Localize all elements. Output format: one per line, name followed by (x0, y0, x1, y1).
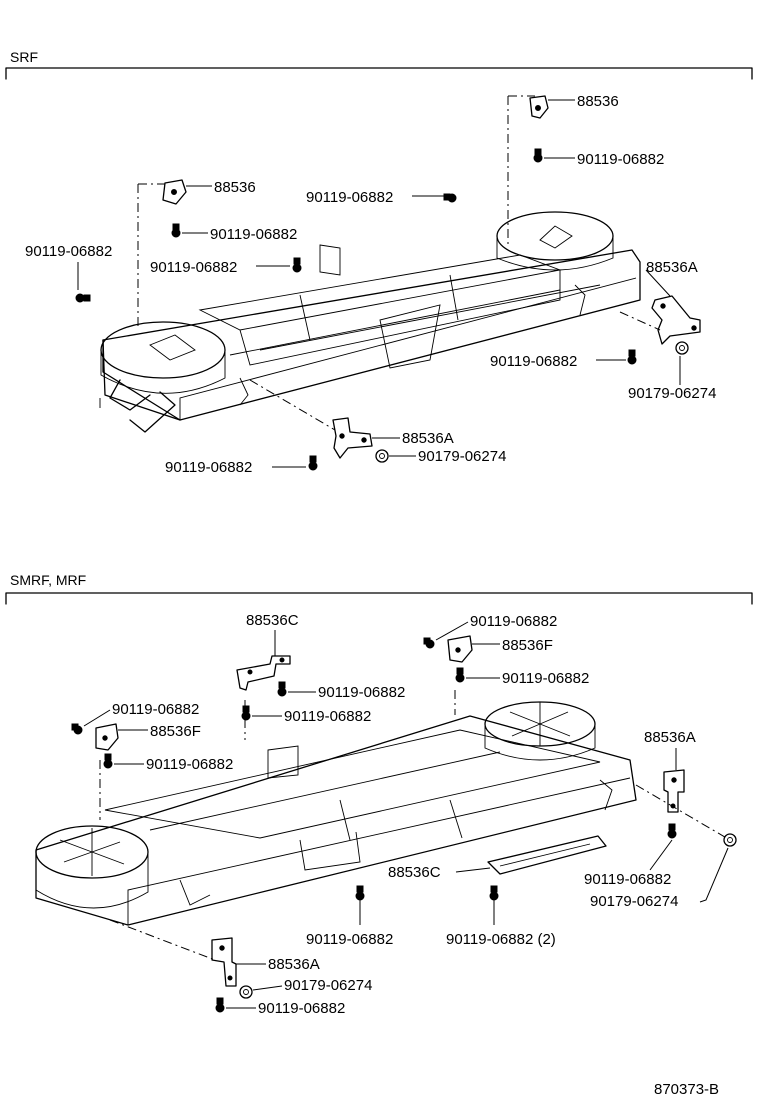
section-frame-srf (5, 67, 753, 80)
heater-unit-smrf (35, 701, 637, 926)
bolt-icon (308, 455, 318, 471)
callout-label: 90119-06882 (502, 670, 589, 687)
callout-label: 90119-06882 (112, 701, 199, 718)
bolt-icon (489, 885, 499, 901)
bolt-icon (443, 193, 457, 203)
callout-label: 88536 (214, 179, 256, 196)
bolt-icon (627, 349, 637, 365)
bracket-icon (651, 295, 701, 345)
bolt-icon (455, 667, 465, 683)
callout-label: 88536 (577, 93, 619, 110)
bolt-icon (215, 997, 225, 1013)
bracket-icon (211, 937, 237, 987)
bracket-icon (663, 769, 685, 813)
nut-icon (375, 449, 389, 463)
bracket-icon (162, 179, 187, 205)
callout-label: 90119-06882 (306, 931, 393, 948)
callout-label: 90119-06882 (284, 708, 371, 725)
callout-label: 88536C (388, 864, 441, 881)
callout-label: 90179-06274 (418, 448, 506, 465)
section-smrf-mrf: SMRF, MRF (5, 572, 753, 1017)
bolt-icon (533, 148, 543, 163)
callout-label: 88536A (646, 259, 698, 276)
nut-icon (239, 985, 253, 999)
callout-label: 90119-06882 (577, 151, 664, 168)
callout-label: 88536A (402, 430, 454, 447)
callout-label: 88536C (246, 612, 299, 629)
bracket-icon (95, 723, 119, 751)
callout-label: 88536A (268, 956, 320, 973)
bolt-icon (277, 681, 287, 697)
callout-label: 90119-06882 (2) (446, 931, 556, 948)
nut-icon (675, 341, 689, 355)
callout-label: 90179-06274 (284, 977, 372, 994)
callout-label: 90119-06882 (150, 259, 237, 276)
section-srf: SRF (5, 49, 753, 476)
bolt-icon (241, 705, 251, 721)
section-title-smrf-mrf: SMRF, MRF (10, 572, 86, 588)
callout-label: 90119-06882 (210, 226, 297, 243)
callout-label: 90119-06882 (584, 871, 671, 888)
bolt-icon (103, 753, 113, 769)
bolt-icon (71, 723, 83, 735)
callout-label: 90119-06882 (318, 684, 405, 701)
bolt-icon (423, 637, 435, 649)
section-title-srf: SRF (10, 49, 38, 65)
callout-label: 90179-06274 (628, 385, 716, 402)
callout-label: 90119-06882 (490, 353, 577, 370)
bolt-icon (667, 823, 677, 839)
callout-label: 90119-06882 (165, 459, 252, 476)
bolt-icon (171, 223, 181, 238)
bracket-icon (529, 95, 549, 119)
bolt-icon (355, 885, 365, 901)
callout-label: 90119-06882 (470, 613, 557, 630)
callout-label: 88536F (150, 723, 201, 740)
callout-label: 88536A (644, 729, 696, 746)
bolt-icon (292, 257, 302, 273)
bracket-icon (447, 635, 473, 663)
bolt-icon (75, 293, 91, 303)
section-frame-smrf (5, 592, 753, 605)
bracket-icon (332, 417, 373, 459)
heater-unit-srf (99, 211, 641, 433)
callout-label: 90119-06882 (25, 243, 112, 260)
bracket-icon (236, 655, 291, 691)
callout-label: 90119-06882 (146, 756, 233, 773)
nut-icon (723, 833, 737, 847)
callout-label: 90119-06882 (306, 189, 393, 206)
callout-label: 88536F (502, 637, 553, 654)
callout-label: 90119-06882 (258, 1000, 345, 1017)
figure-code: 870373-B (654, 1081, 719, 1098)
callout-label: 90179-06274 (590, 893, 678, 910)
